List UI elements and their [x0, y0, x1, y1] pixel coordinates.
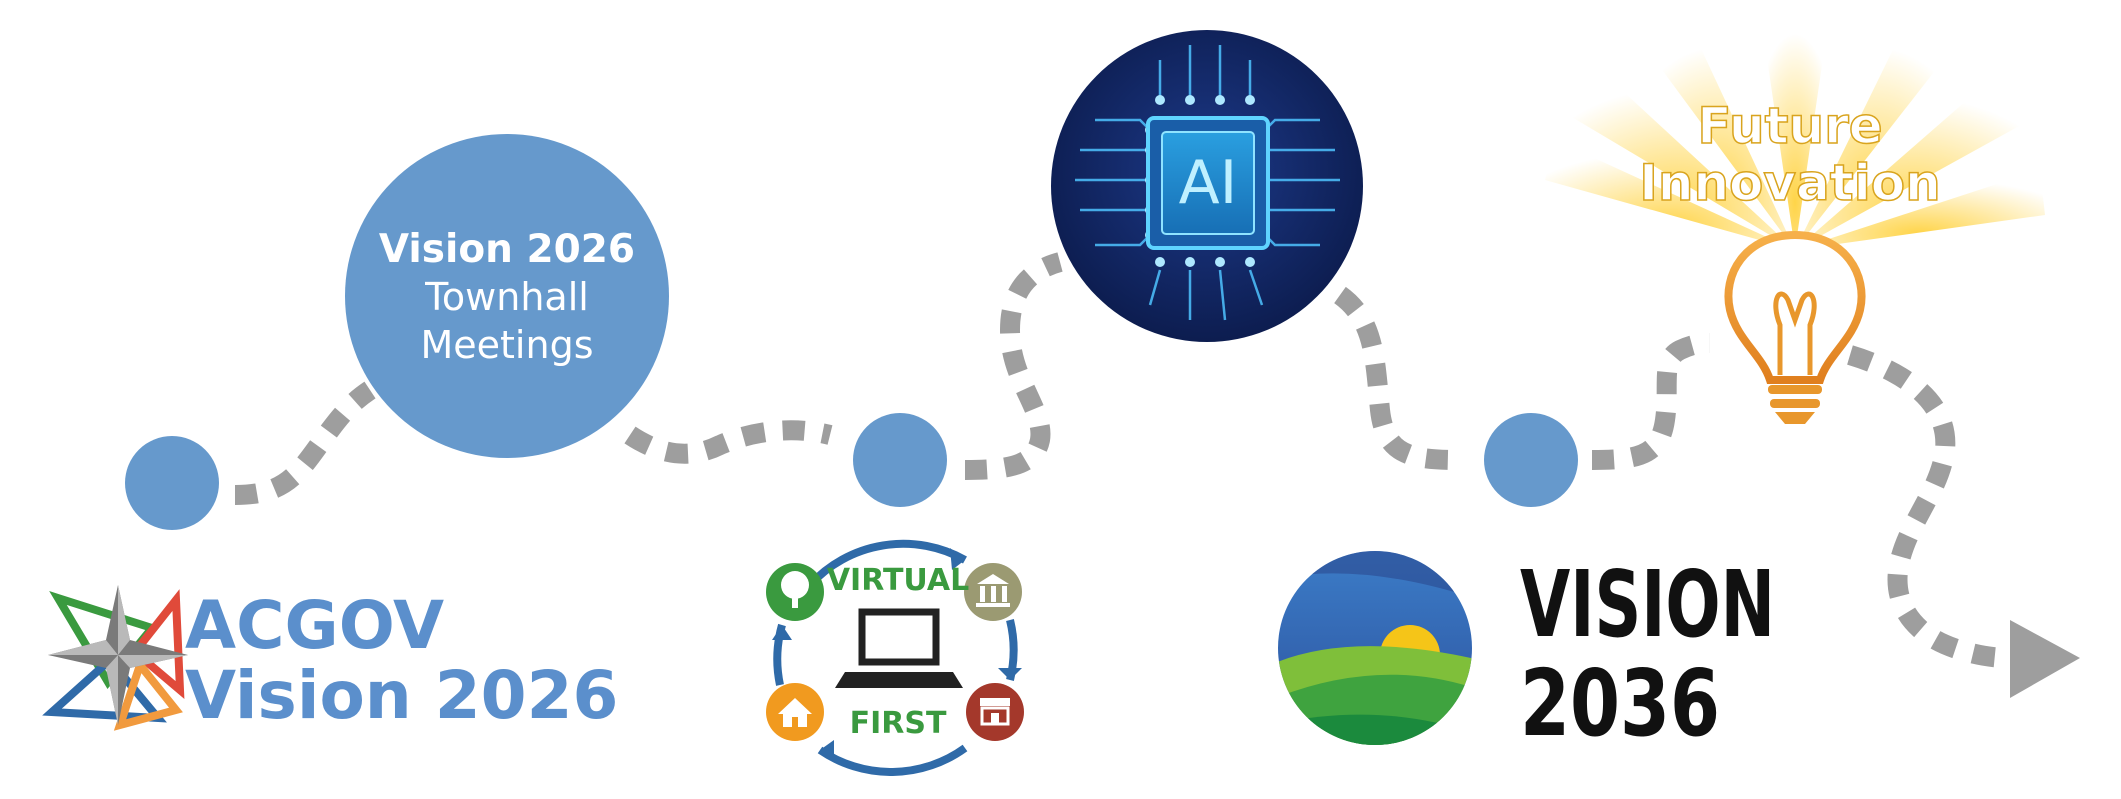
ai-label: AI	[1179, 148, 1238, 218]
vision-2036-logo: VISION 2036	[1278, 551, 1775, 757]
virtual-label: VIRTUAL	[827, 563, 969, 598]
ai-chip-node: AI	[1051, 30, 1363, 342]
vision-2036-line1: VISION	[1520, 551, 1775, 658]
milestone-node-3	[1484, 413, 1578, 507]
first-label: FIRST	[850, 706, 947, 741]
innovation-label: Innovation	[1639, 154, 1940, 212]
acgov-title: ACGOV	[185, 587, 444, 664]
acgov-logo: ACGOV Vision 2026	[42, 585, 618, 734]
bank-icon	[964, 563, 1022, 621]
townhall-line2: Meetings	[420, 323, 593, 367]
lightbulb-icon	[1724, 230, 1866, 424]
future-label: Future	[1697, 97, 1882, 155]
townhall-line1: Townhall	[424, 275, 589, 319]
future-innovation-node: Future Innovation	[1545, 10, 2045, 424]
tree-icon	[766, 563, 824, 621]
light-rays	[1545, 10, 2045, 250]
laptop-icon	[835, 608, 963, 688]
home-icon	[766, 683, 824, 741]
townhall-title: Vision 2026	[379, 227, 635, 272]
milestone-node-2	[853, 413, 947, 507]
arrow-head-icon	[2010, 620, 2080, 698]
roadmap-dotted-path	[234, 252, 2011, 668]
milestone-node-1	[125, 436, 219, 530]
virtual-first-logo: VIRTUAL FIRST	[766, 539, 1024, 776]
acgov-subtitle: Vision 2026	[185, 657, 618, 734]
townhall-meetings-node: Vision 2026 Townhall Meetings	[345, 134, 669, 458]
compass-star-icon	[42, 585, 188, 731]
vision-2036-line2: 2036	[1520, 650, 1720, 757]
store-icon	[966, 683, 1024, 741]
